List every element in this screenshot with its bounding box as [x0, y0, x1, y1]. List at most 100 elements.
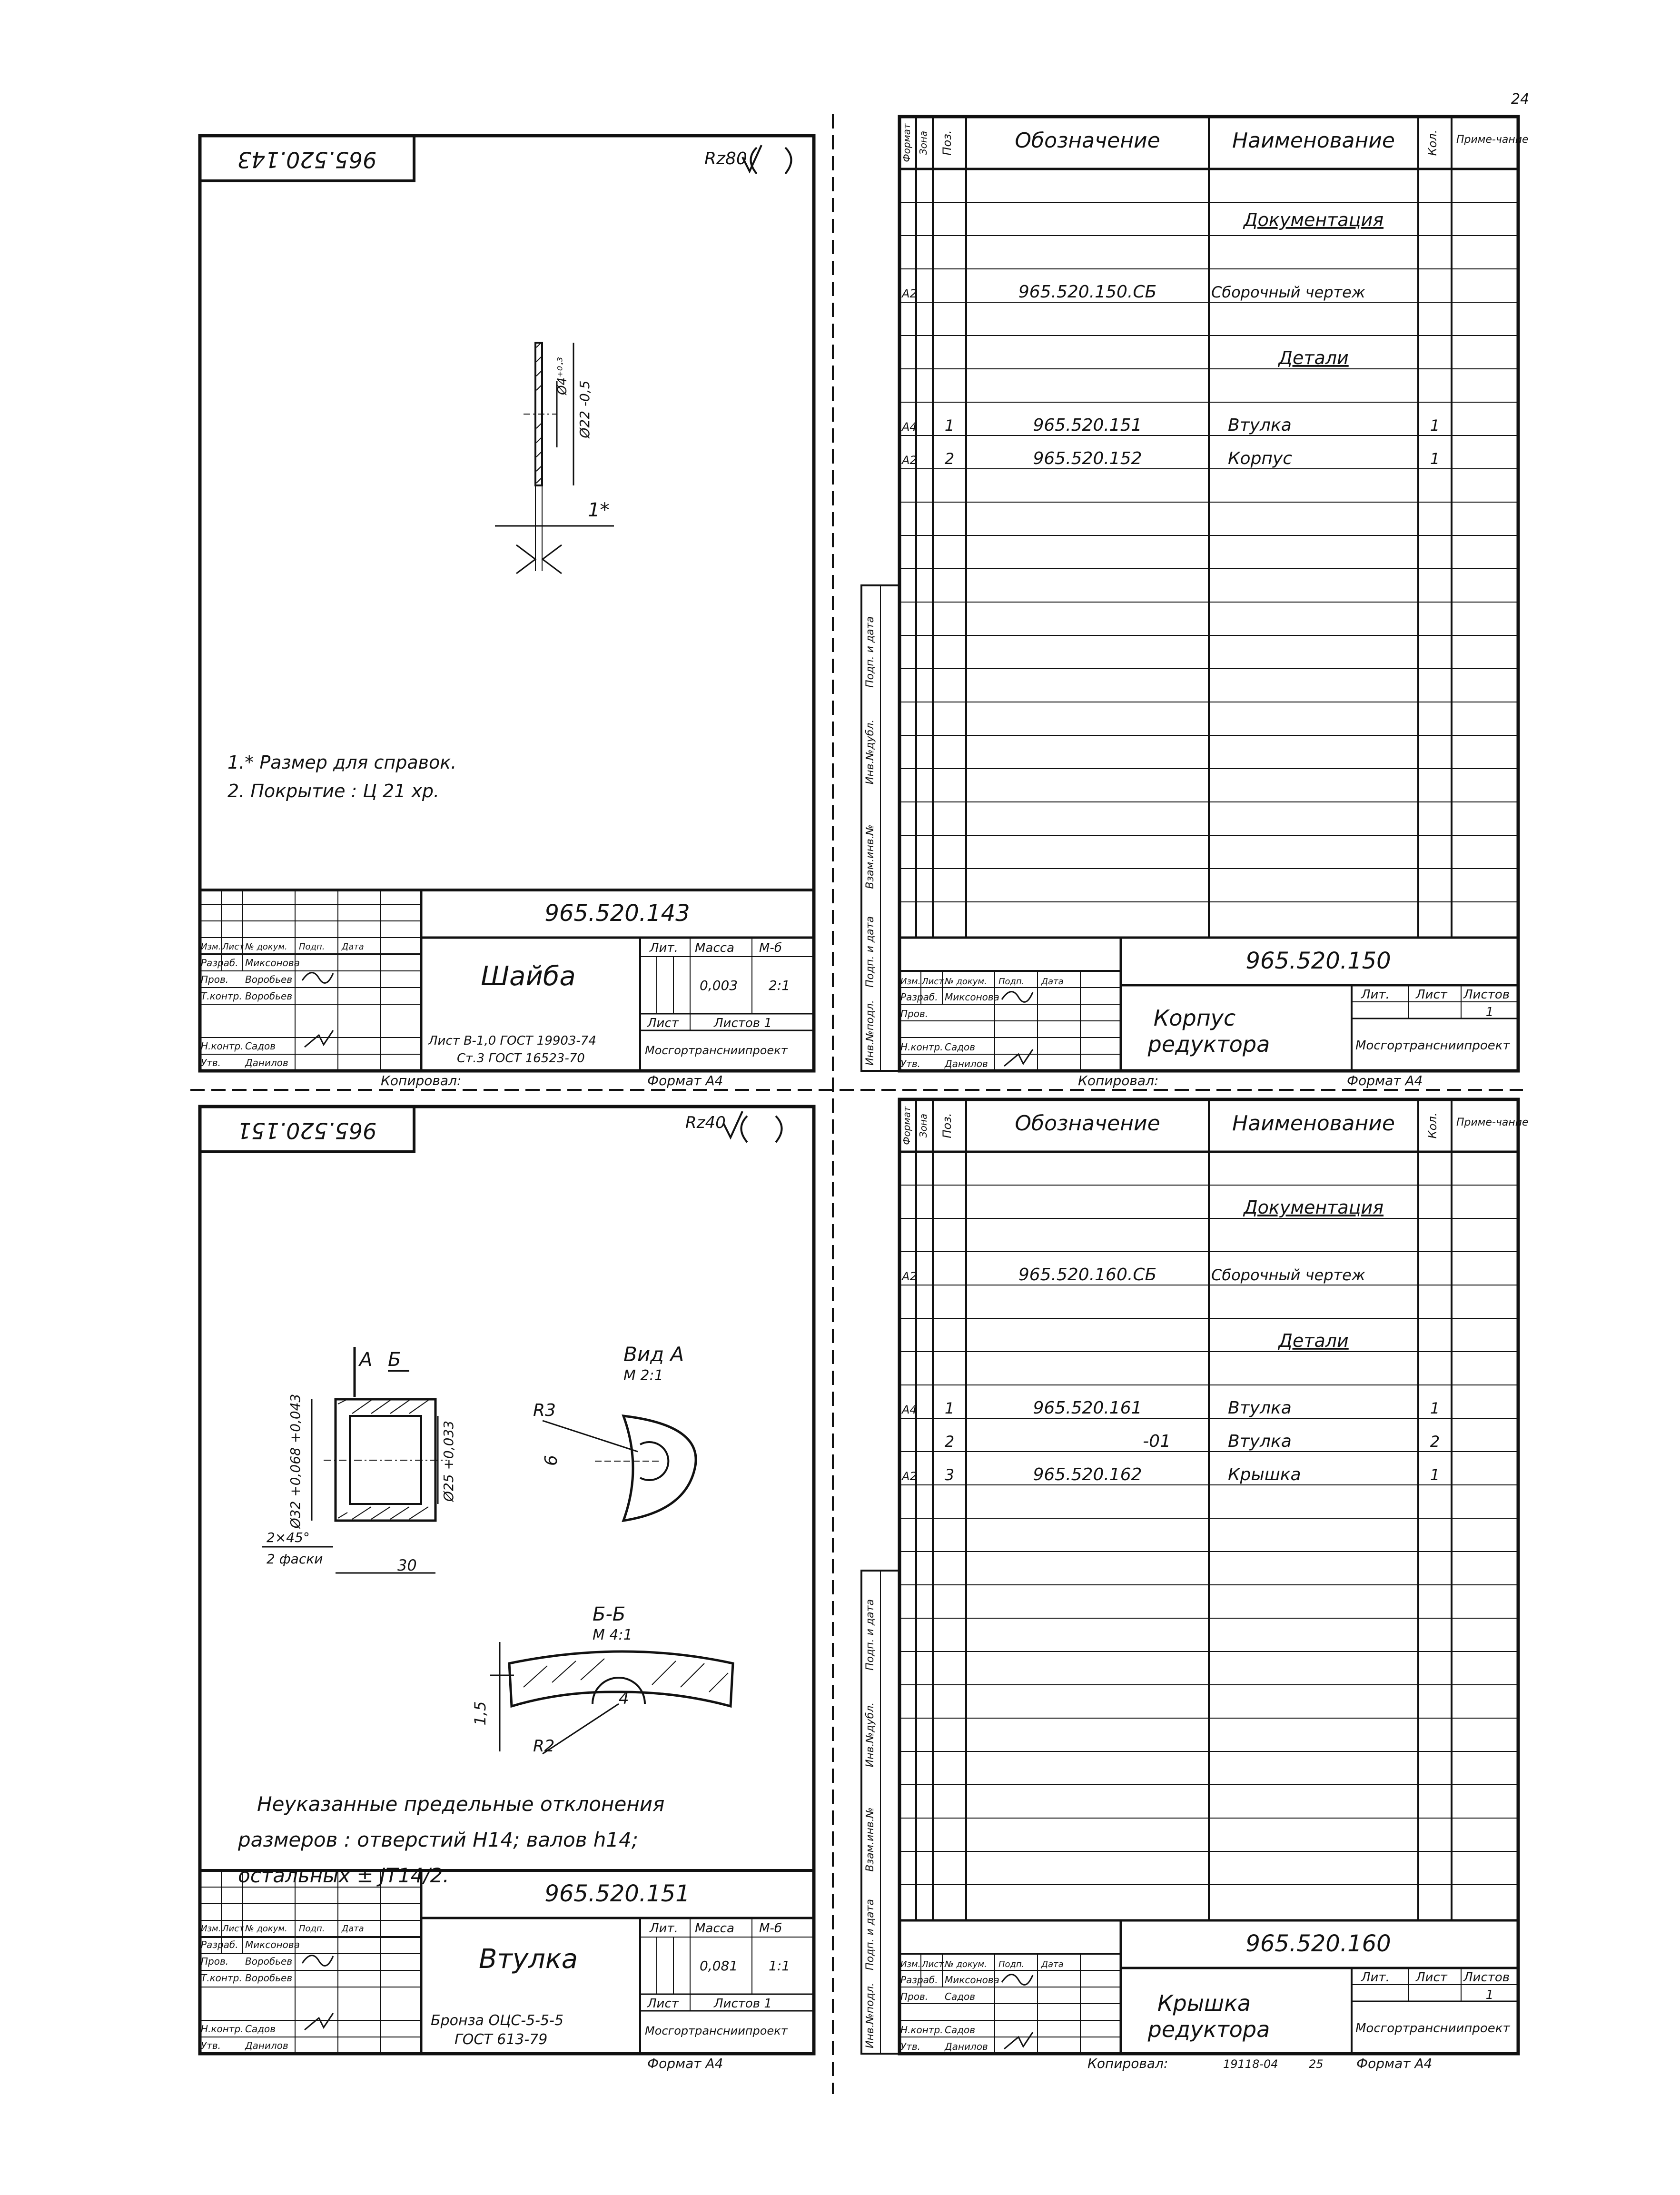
row4-name-160: Крышка	[1228, 1465, 1301, 1484]
h-list-160: Лист	[921, 1959, 944, 1969]
sheets-label-143: Листов 1	[713, 1016, 772, 1030]
h-name-150: Наименование	[1232, 129, 1395, 153]
side-label-5-160: Подп. и дата	[864, 1599, 876, 1671]
h-izm-160: Изм.	[900, 1959, 920, 1969]
dim-15: 1,5	[471, 1701, 489, 1726]
row2-name-150: Втулка	[1228, 415, 1292, 435]
material-1-143: Лист B-1,0 ГОСТ 19903-74	[428, 1034, 596, 1048]
row1-format-160: А2	[901, 1270, 917, 1283]
razrab-name-160: Миксонова	[945, 1974, 999, 1986]
h-sign-151: Подп.	[299, 1924, 325, 1934]
section-mark-b: Б	[388, 1349, 401, 1371]
nk-name-160: Садов	[945, 2024, 975, 2036]
row3-name-160: Втулка	[1228, 1432, 1292, 1451]
dim-outer-151: Ø32 +0,068 +0,043	[287, 1394, 303, 1529]
view-a-r3: R3	[533, 1401, 556, 1420]
lit-label-151: Лит.	[649, 1921, 678, 1936]
tk-role-151: Т.контр.	[201, 1972, 242, 1984]
title-block-160: 965.520.160 Крышка редуктора Лит. Лист Л…	[899, 1920, 1518, 2054]
nk-role-143: Н.контр.	[201, 1040, 244, 1052]
org-150: Мосгортрансниипроект	[1355, 1038, 1510, 1053]
lit-label-150: Лит.	[1361, 988, 1390, 1002]
row3-designation-150: 965.520.152	[1033, 449, 1142, 468]
h-note-150: Приме-чание	[1456, 134, 1529, 146]
name1-160: Крышка	[1157, 1990, 1251, 2016]
stamp-box-143	[198, 134, 415, 182]
sheets-label-160: Листов	[1463, 1970, 1510, 1985]
h-izm-150: Изм.	[900, 977, 920, 987]
utv-name-151: Данилов	[245, 2040, 288, 2051]
sheets-label-151: Листов 1	[713, 1997, 772, 2011]
side-label-4-150: Инв.№дубл.	[864, 720, 876, 785]
utv-role-143: Утв.	[201, 1057, 221, 1068]
h-zone-150: Зона	[918, 131, 929, 155]
razrab-role-143: Разраб.	[201, 957, 238, 969]
designation-160: 965.520.160	[1245, 1930, 1391, 1957]
dim-hole-143: Ø4⁺⁰·³	[555, 357, 570, 395]
razrab-role-160: Разраб.	[900, 1974, 938, 1986]
row2-qty-150: 1	[1430, 416, 1440, 435]
h-sign-143: Подп.	[299, 942, 325, 952]
prov-name-143: Воробьев	[245, 974, 292, 985]
view-a-dim6: 6	[542, 1455, 561, 1466]
copied-num-160: 19118-04	[1223, 2057, 1278, 2071]
section-docs-160: Документация	[1243, 1197, 1384, 1218]
row3-format-150: А2	[901, 454, 917, 467]
drawing-151: 965.520.151 Rz40 А Б Ø32 +0,068 +0,043 Ø…	[198, 1105, 816, 2071]
prov-role-160: Пров.	[900, 1991, 928, 2002]
side-label-2-160: Подп. и дата	[864, 1899, 876, 1970]
row1-format-150: А2	[901, 287, 917, 300]
h-designation-160: Обозначение	[1015, 1111, 1160, 1136]
frame-143	[198, 134, 816, 1073]
roughness-143: Rz80	[704, 149, 747, 168]
nk-role-150: Н.контр.	[900, 1041, 943, 1053]
view-a-shape	[622, 1414, 697, 1523]
spec-150: Формат Зона Поз. Обозначение Наименовани…	[860, 115, 1529, 1088]
bushing-hatch	[337, 1399, 429, 1520]
name-151: Втулка	[479, 1944, 578, 1975]
rotated-stamp-143: 965.520.143	[237, 147, 377, 173]
signatures-160	[1001, 1974, 1034, 2050]
row2-format-150: А4	[901, 420, 917, 434]
razrab-name-143: Миксонова	[245, 957, 300, 969]
sheet-label-150: Лист	[1415, 988, 1448, 1002]
row3-qty-150: 1	[1430, 450, 1440, 468]
note-1-143: 1.* Размер для справок.	[227, 752, 456, 773]
utv-role-151: Утв.	[201, 2040, 221, 2051]
row2-format-160: А4	[901, 1403, 917, 1416]
h-date-150: Дата	[1041, 977, 1064, 987]
copied-num2-160: 25	[1309, 2057, 1324, 2071]
h-doc-160: № докум.	[944, 1959, 987, 1969]
lit-label-160: Лит.	[1361, 1970, 1390, 1985]
format-143: Формат А4	[647, 1073, 723, 1088]
org-151: Мосгортрансниипроект	[645, 2024, 788, 2037]
scale-label-143: М-б	[759, 941, 782, 955]
copied-143: Копировал:	[381, 1073, 461, 1088]
utv-name-150: Данилов	[944, 1058, 988, 1069]
row2-name-160: Втулка	[1228, 1398, 1292, 1418]
nk-name-151: Садов	[245, 2023, 276, 2035]
format-150: Формат А4	[1347, 1073, 1423, 1088]
tk-name-143: Воробьев	[245, 990, 292, 1002]
row1-designation-150: 965.520.150.СБ	[1018, 282, 1156, 302]
spec-160: Формат Зона Поз. Обозначение Наименовани…	[860, 1098, 1529, 2071]
note-2-143: 2. Покрытие : Ц 21 хр.	[227, 781, 439, 801]
copied-150: Копировал:	[1078, 1073, 1158, 1088]
scale-151: 1:1	[769, 1958, 790, 1974]
section-bb: Б-Б М 4:1 1,5 R2 4	[471, 1603, 734, 1756]
chamfer-2: 2 фаски	[267, 1551, 323, 1567]
h-list-151: Лист	[222, 1924, 244, 1934]
h-date-143: Дата	[341, 942, 364, 952]
tk-name-151: Воробьев	[245, 1972, 292, 1984]
side-label-4-160: Инв.№дубл.	[864, 1702, 876, 1768]
section-groove	[592, 1677, 646, 1704]
format-160: Формат А4	[1356, 2056, 1432, 2071]
sheet-label-160: Лист	[1415, 1970, 1448, 1985]
row4-designation-160: 965.520.162	[1033, 1465, 1142, 1484]
note-line-2-151: размеров : отверстий Н14; валов h14;	[237, 1828, 638, 1851]
side-label-2-150: Подп. и дата	[864, 916, 876, 988]
h-qty-150: Кол.	[1426, 130, 1439, 156]
row2-pos-160: 1	[945, 1399, 954, 1417]
washer-hatch	[536, 342, 542, 484]
view-a-scale: М 2:1	[623, 1367, 663, 1384]
